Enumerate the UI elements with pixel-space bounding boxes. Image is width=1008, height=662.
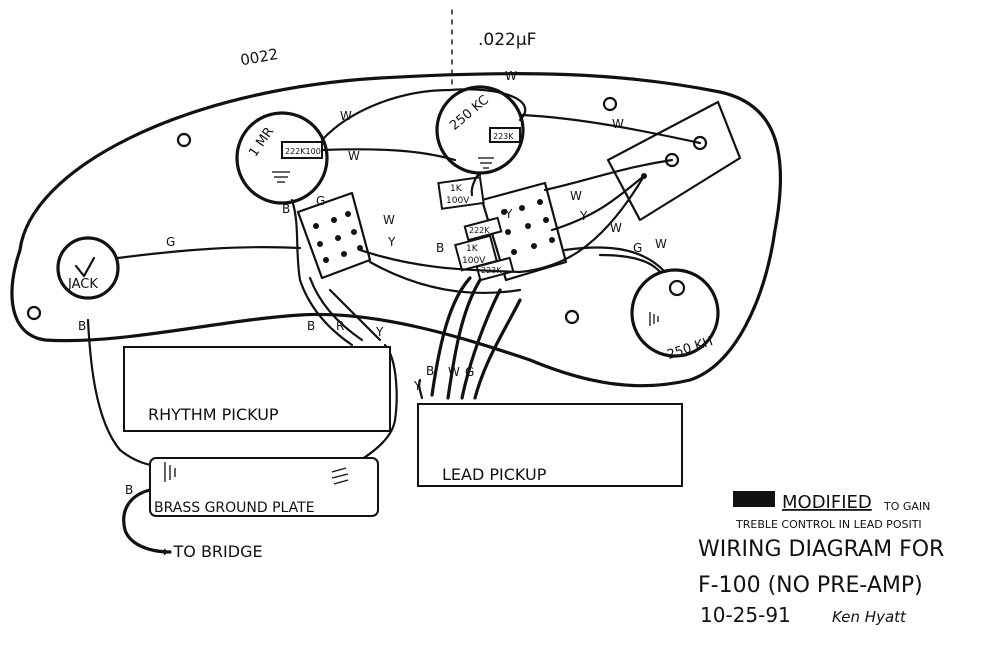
switch-2-contacts bbox=[501, 199, 555, 255]
pot-250kc-label: 250 KC bbox=[447, 93, 492, 134]
ground-symbol-1mr bbox=[272, 171, 290, 183]
to-bridge-label: → TO BRIDGE bbox=[155, 542, 263, 561]
switch-lug-2 bbox=[692, 135, 708, 151]
ground-symbol-250kh bbox=[649, 312, 659, 326]
title-line2: F-100 (NO PRE-AMP) bbox=[698, 573, 923, 598]
selector-switch-1 bbox=[296, 191, 372, 280]
svg-text:W: W bbox=[570, 189, 582, 203]
pot-250kh-label: 250 KH bbox=[665, 334, 715, 363]
svg-text:B: B bbox=[426, 364, 434, 378]
svg-text:W: W bbox=[348, 149, 360, 163]
selector-switch-2 bbox=[480, 181, 568, 282]
cap-250kc-label: 223K bbox=[493, 132, 514, 141]
pot-250kh-lug bbox=[668, 279, 686, 297]
svg-text:G: G bbox=[316, 194, 325, 208]
title-line1: WIRING DIAGRAM FOR bbox=[698, 537, 944, 562]
svg-text:G: G bbox=[633, 241, 642, 255]
lead-pickup bbox=[417, 403, 683, 487]
cap-223k-b bbox=[475, 256, 515, 282]
svg-text:B: B bbox=[307, 319, 315, 333]
cap-250kc bbox=[489, 127, 521, 143]
svg-text:G: G bbox=[465, 365, 474, 379]
modified-sub1: TO GAIN bbox=[883, 500, 930, 513]
pot-1mr bbox=[235, 111, 329, 205]
top-left-note: 0022 bbox=[239, 45, 280, 69]
svg-text:W: W bbox=[610, 221, 622, 235]
switch-1-contacts bbox=[313, 211, 363, 263]
output-jack bbox=[56, 236, 120, 300]
guitar-body-outline bbox=[10, 72, 783, 388]
svg-text:G: G bbox=[166, 235, 175, 249]
cap-222k-label: 222K bbox=[469, 226, 490, 235]
pot-250kh bbox=[630, 268, 720, 358]
svg-text:R: R bbox=[336, 319, 344, 333]
cap-222k bbox=[463, 216, 503, 242]
lead-pickup-label: LEAD PICKUP bbox=[442, 465, 547, 484]
svg-text:W: W bbox=[612, 117, 624, 131]
cap-1k100v-b-label2: 100V bbox=[462, 256, 486, 266]
modified-title: MODIFIED bbox=[782, 492, 872, 513]
ground-plate-label: BRASS GROUND PLATE bbox=[154, 500, 315, 516]
screw-hole-2 bbox=[602, 96, 618, 112]
svg-text:W: W bbox=[383, 213, 395, 227]
pot-1mr-label: 1 MR bbox=[246, 125, 277, 160]
cap-1k100v-a-label1: 1K bbox=[450, 184, 463, 194]
ground-plate-lugs bbox=[164, 462, 349, 485]
rhythm-pickup-label: RHYTHM PICKUP bbox=[148, 405, 279, 424]
svg-text:B: B bbox=[78, 319, 86, 333]
svg-text:Y: Y bbox=[375, 325, 384, 339]
scribbled-out-text bbox=[733, 491, 775, 507]
top-center-note: .022µF bbox=[478, 30, 536, 50]
screw-hole-1 bbox=[176, 132, 192, 148]
cap-1k100v-a-label2: 100V bbox=[446, 196, 470, 206]
ground-symbol-250kc bbox=[478, 157, 494, 169]
date: 10-25-91 bbox=[700, 603, 791, 627]
modified-sub2: TREBLE CONTROL IN LEAD POSITI bbox=[735, 518, 922, 531]
svg-text:Y: Y bbox=[413, 379, 422, 393]
rhythm-pickup bbox=[123, 346, 391, 432]
svg-text:W: W bbox=[505, 69, 517, 83]
brass-ground-plate bbox=[149, 457, 379, 517]
wires bbox=[86, 88, 702, 554]
signature: Ken Hyatt bbox=[832, 608, 907, 626]
svg-text:Y: Y bbox=[387, 235, 396, 249]
jack-label: JACK bbox=[67, 277, 98, 292]
svg-text:B: B bbox=[125, 483, 133, 497]
svg-text:W: W bbox=[340, 109, 352, 123]
svg-text:W: W bbox=[655, 237, 667, 251]
svg-text:Y: Y bbox=[579, 209, 588, 223]
screw-hole-3 bbox=[26, 305, 42, 321]
svg-text:Y: Y bbox=[504, 207, 513, 221]
svg-text:W: W bbox=[448, 365, 460, 379]
svg-text:B: B bbox=[436, 241, 444, 255]
svg-text:B: B bbox=[282, 202, 290, 216]
cap-1mr-label: 222K100 bbox=[285, 147, 321, 156]
screw-hole-4 bbox=[564, 309, 580, 325]
wire-color-labels: W W W W W W W W W G G G G B B B B B B Y … bbox=[78, 69, 667, 497]
cap-1k100v-b-label1: 1K bbox=[466, 244, 479, 254]
